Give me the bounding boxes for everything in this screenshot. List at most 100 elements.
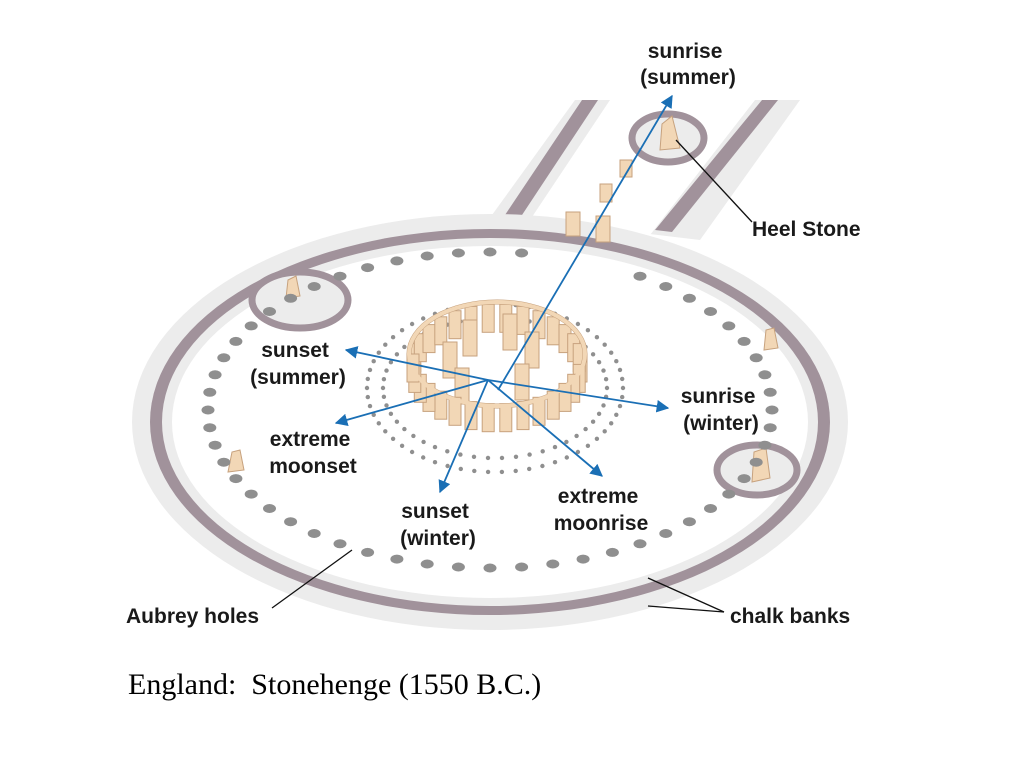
- inner-hole: [594, 335, 600, 340]
- inner-hole: [381, 394, 387, 399]
- inner-hole: [364, 385, 370, 391]
- inner-hole: [388, 411, 394, 416]
- inner-hole: [365, 376, 370, 382]
- inner-hole: [552, 444, 558, 450]
- inner-hole: [384, 368, 389, 373]
- arrow-extreme-moonset: [334, 379, 489, 426]
- aubrey-hole: [390, 554, 404, 564]
- inner-hole: [421, 455, 426, 460]
- inner-hole: [609, 350, 614, 355]
- inner-hole: [620, 394, 625, 400]
- aubrey-hole: [633, 271, 647, 281]
- inner-hole: [421, 316, 426, 321]
- label-sunrise-summer: sunrise (summer): [640, 40, 736, 89]
- sarsen-stone: [546, 390, 560, 420]
- arrow-sunrise-winter: [487, 379, 670, 413]
- aubrey-hole: [217, 457, 231, 467]
- aubrey-hole: [420, 251, 434, 261]
- sarsen-stone: [481, 403, 495, 433]
- inner-hole: [383, 429, 388, 434]
- label-sunset-winter: sunset (winter): [400, 500, 476, 550]
- inner-hole: [620, 385, 626, 391]
- inner-hole: [432, 460, 438, 465]
- aubrey-hole: [217, 353, 231, 363]
- sarsen-stone: [481, 303, 495, 333]
- aubrey-hole: [333, 271, 347, 281]
- inner-hole: [409, 321, 415, 327]
- leader-heel-stone: [675, 139, 753, 223]
- inner-hole: [614, 412, 619, 417]
- inner-hole: [601, 403, 606, 408]
- avenue-stones: [565, 159, 633, 243]
- aubrey-hole: [244, 489, 258, 499]
- station-stone-ne: [763, 327, 779, 351]
- inner-hole: [445, 449, 450, 454]
- inner-hole: [564, 455, 569, 460]
- trilithon: [442, 341, 458, 379]
- trilithon: [462, 319, 478, 357]
- inner-hole: [485, 469, 491, 475]
- aubrey-hole: [515, 248, 529, 258]
- inner-hole: [365, 394, 370, 400]
- inner-hole: [499, 469, 505, 475]
- aubrey-hole: [201, 405, 215, 415]
- aubrey-hole: [765, 405, 779, 415]
- aubrey-hole: [758, 370, 772, 380]
- aubrey-hole: [758, 440, 772, 450]
- aubrey-hole: [682, 293, 696, 303]
- inner-hole: [394, 419, 400, 424]
- inner-hole: [585, 328, 591, 333]
- inner-hole: [394, 352, 400, 357]
- leader-aubrey-holes: [271, 549, 353, 609]
- sarsen-stone: [448, 396, 462, 426]
- inner-hole: [445, 463, 450, 469]
- inner-hole: [399, 443, 405, 448]
- aubrey-hole: [605, 547, 619, 557]
- trilithon: [502, 313, 518, 351]
- arrow-sunset-summer: [344, 346, 489, 381]
- station-stone-se: [713, 441, 801, 499]
- inner-hole: [527, 452, 532, 457]
- sarsen-stone: [532, 396, 546, 426]
- aubrey-hole: [704, 307, 717, 316]
- inner-hole: [527, 466, 532, 472]
- aubrey-hole: [451, 248, 465, 258]
- inner-hole: [380, 385, 386, 391]
- inner-hole: [402, 426, 407, 432]
- aubrey-hole: [208, 440, 222, 450]
- arrow-sunrise-summer: [497, 94, 673, 391]
- aubrey-hole: [722, 321, 736, 331]
- label-extreme-moonset: extreme moonset: [269, 428, 357, 478]
- aubrey-hole: [307, 282, 321, 291]
- inner-hole: [432, 444, 438, 450]
- inner-hole: [590, 419, 596, 424]
- label-chalk-banks: chalk banks: [730, 605, 850, 628]
- inner-hole: [399, 328, 405, 333]
- aubrey-hole: [361, 547, 375, 557]
- leader-chalk-banks-2: [647, 605, 725, 613]
- aubrey-hole: [749, 353, 763, 363]
- inner-hole: [540, 463, 545, 469]
- sarsen-stone: [448, 310, 462, 340]
- inner-hole: [388, 360, 394, 365]
- inner-hole: [594, 436, 600, 441]
- aubrey-hole: [749, 457, 763, 467]
- sarsen-stone: [516, 305, 530, 335]
- inner-hole: [458, 452, 463, 457]
- aubrey-hole: [763, 423, 777, 433]
- inner-hole: [384, 403, 389, 408]
- figure-caption: England: Stonehenge (1550 B.C.): [128, 668, 542, 701]
- inner-hole: [376, 350, 381, 355]
- aubrey-hole: [576, 554, 590, 564]
- inner-hole: [602, 429, 607, 434]
- aubrey-hole: [704, 504, 717, 513]
- aubrey-hole: [284, 517, 298, 527]
- inner-hole: [402, 344, 407, 350]
- label-heel-stone: Heel Stone: [752, 218, 861, 241]
- aubrey-hole: [483, 247, 497, 257]
- inner-hole: [485, 455, 491, 461]
- stonehenge-diagram: sunrise (summer) Heel Stone sunset (summ…: [126, 40, 861, 630]
- aubrey-holes-ring: [201, 247, 779, 573]
- aubrey-hole: [203, 423, 217, 433]
- aubrey-hole: [284, 293, 298, 303]
